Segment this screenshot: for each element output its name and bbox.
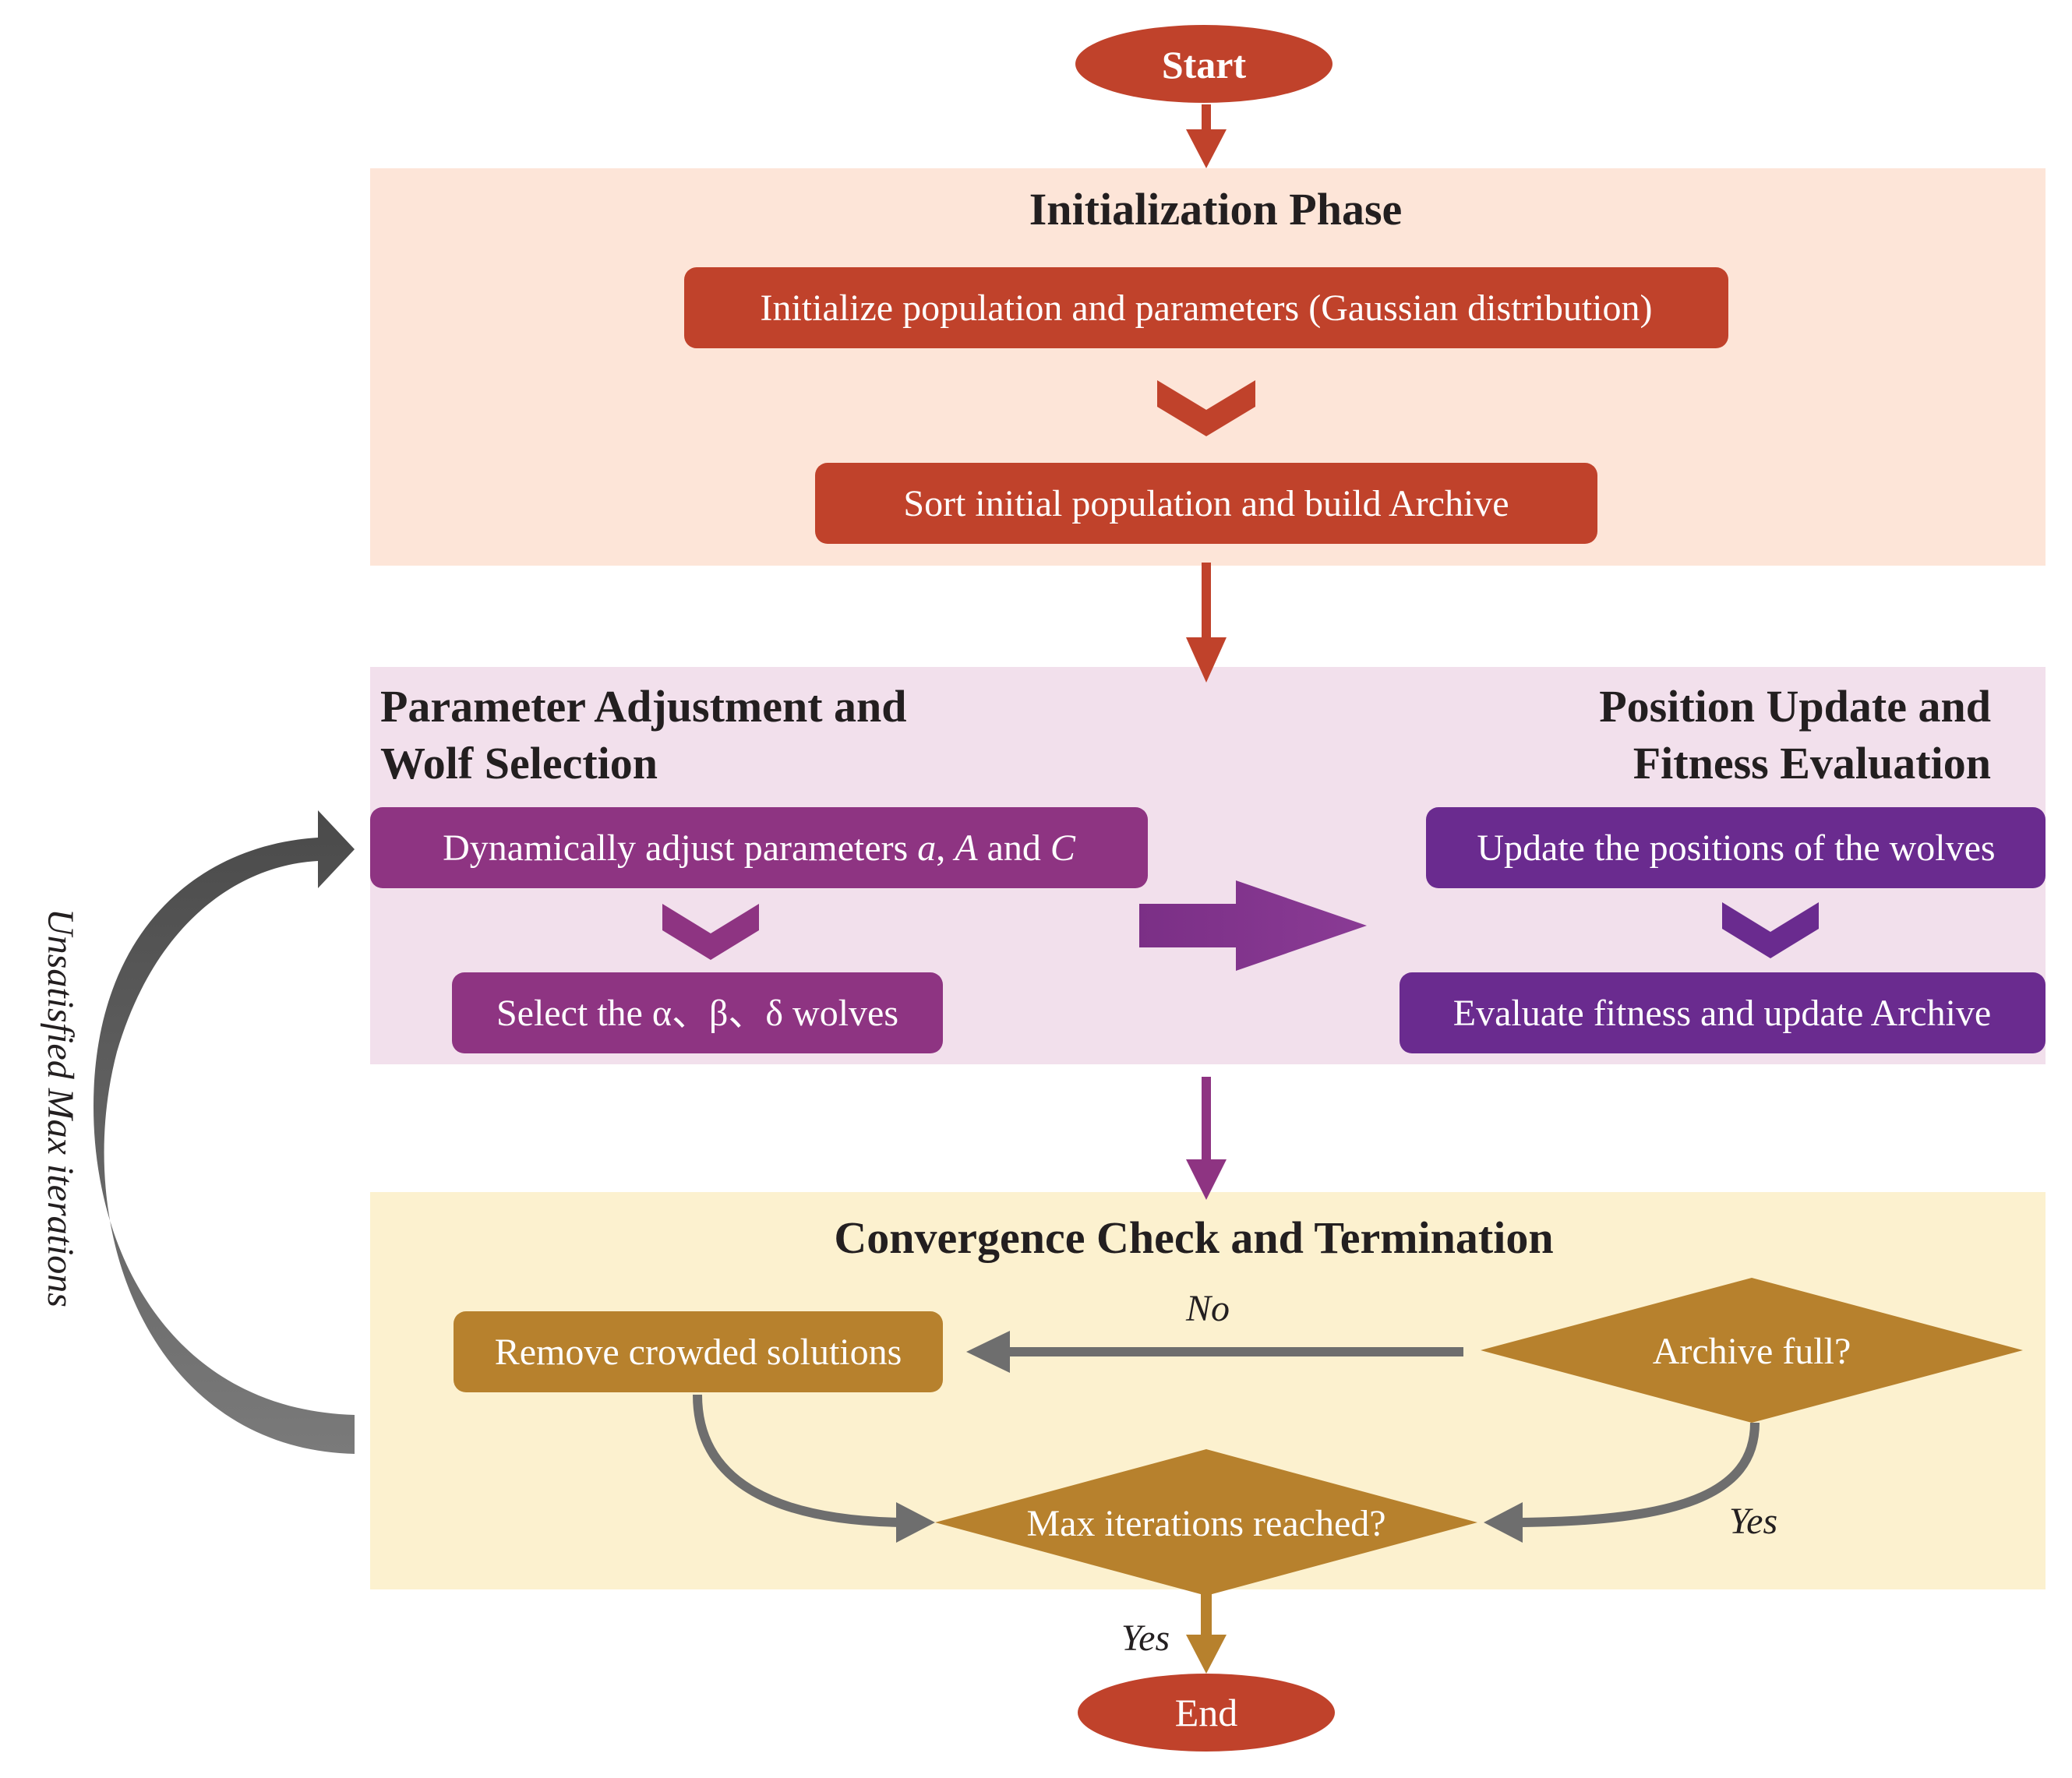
end-label: End bbox=[1175, 1691, 1238, 1734]
archive-full-decision bbox=[1481, 1278, 2023, 1423]
param-step2-label: Select the α、β、δ wolves bbox=[496, 993, 898, 1034]
start-label: Start bbox=[1162, 43, 1247, 86]
init-step2-label: Sort initial population and build Archiv… bbox=[903, 483, 1509, 524]
arrow-init-to-middle bbox=[1186, 563, 1227, 683]
arrow-no-branch bbox=[966, 1331, 1463, 1373]
arrow-archive-yes-to-max bbox=[1484, 1422, 1760, 1543]
no-branch-label: No bbox=[1185, 1288, 1230, 1329]
loop-back-label: Unsatisfied Max iterations bbox=[40, 908, 81, 1307]
big-right-arrow-icon bbox=[1139, 880, 1367, 971]
max-iterations-decision bbox=[935, 1449, 1477, 1596]
start-terminal bbox=[1075, 25, 1333, 103]
chevron-down-icon bbox=[1722, 902, 1819, 958]
max-iterations-label: Max iterations reached? bbox=[1026, 1503, 1385, 1544]
remove-crowded-label: Remove crowded solutions bbox=[495, 1332, 902, 1373]
chevron-down-icon bbox=[662, 904, 759, 960]
position-step1-label: Update the positions of the wolves bbox=[1477, 827, 1995, 869]
position-step2-box bbox=[1400, 972, 2046, 1053]
end-terminal bbox=[1078, 1674, 1335, 1752]
param-section-title-line1: Parameter Adjustment and bbox=[380, 681, 907, 732]
param-step1-box bbox=[370, 807, 1148, 888]
init-phase-title: Initialization Phase bbox=[1029, 184, 1403, 235]
loop-back-arrow-icon bbox=[94, 810, 355, 1454]
arrow-middle-to-convergence bbox=[1186, 1077, 1227, 1200]
init-step1-box bbox=[684, 267, 1728, 348]
arrow-remove-to-max bbox=[693, 1394, 935, 1543]
position-step2-label: Evaluate fitness and update Archive bbox=[1453, 993, 1991, 1034]
yes-branch-label-right: Yes bbox=[1729, 1501, 1777, 1542]
position-step1-box bbox=[1426, 807, 2046, 888]
param-step1-label: Dynamically adjust parameters a, A and C bbox=[443, 827, 1076, 869]
position-section-title-line1: Position Update and bbox=[1599, 681, 1991, 732]
chevron-down-icon bbox=[1157, 380, 1255, 436]
param-section-title-line2: Wolf Selection bbox=[380, 738, 658, 788]
param-step2-box bbox=[452, 972, 943, 1053]
position-section-title-line2: Fitness Evaluation bbox=[1633, 738, 1991, 788]
arrow-start-to-init bbox=[1186, 104, 1227, 168]
arrow-max-to-end bbox=[1186, 1593, 1227, 1674]
convergence-section-title: Convergence Check and Termination bbox=[834, 1212, 1553, 1263]
archive-full-label: Archive full? bbox=[1653, 1331, 1851, 1372]
yes-branch-label-bottom: Yes bbox=[1121, 1617, 1170, 1659]
remove-crowded-box bbox=[454, 1311, 943, 1392]
init-step1-label: Initialize population and parameters (Ga… bbox=[760, 288, 1652, 329]
init-step2-box bbox=[815, 463, 1597, 544]
